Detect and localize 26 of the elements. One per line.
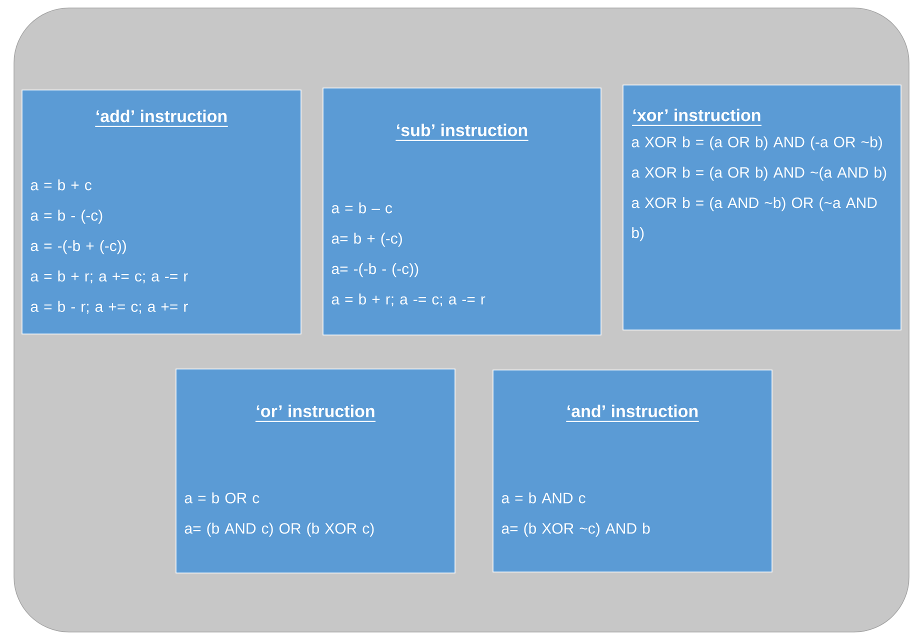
equation-text: a = b + c	[30, 179, 92, 190]
heading: ‘or’ instruction	[256, 404, 376, 422]
equation-text: a= (b AND c) OR (b XOR c)	[184, 522, 374, 537]
equation-text: a = -(-b + (-c))	[30, 240, 126, 254]
equation-text: a = b AND c	[502, 492, 586, 504]
equation-text: a = b + r; a -= c; a -= r	[332, 294, 486, 306]
equation-text: a = b – c	[332, 202, 392, 214]
instruction-box	[22, 90, 302, 334]
heading: ‘xor’ instruction	[632, 108, 762, 126]
equation-text: a = b + r; a += c; a -= r	[30, 270, 188, 284]
equation-text: a = b - r; a += c; a += r	[30, 300, 188, 314]
instruction-box	[322, 88, 602, 336]
instruction-box	[622, 84, 902, 330]
equation-text: a= -(-b - (-c))	[332, 263, 418, 278]
heading: ‘add’ instruction	[95, 110, 228, 127]
equation-text: a= (b XOR ~c) AND b	[502, 522, 650, 537]
equation-text: a XOR b = (a AND ~b) OR (~a AND b)	[632, 197, 877, 242]
equation-text: a = b OR c	[184, 492, 260, 504]
instruction-box	[176, 368, 456, 574]
equation-text: a= b + (-c)	[332, 232, 402, 247]
heading: ‘and’ instruction	[566, 404, 699, 422]
equation-text: a XOR b = (a OR b) AND (-a OR ~b)	[632, 136, 882, 150]
equation-text: a XOR b = (a OR b) AND ~(a AND b)	[632, 166, 886, 181]
heading: ‘sub’ instruction	[396, 124, 528, 141]
equation-text: a = b - (-c)	[30, 210, 102, 224]
instruction-box	[492, 370, 772, 572]
